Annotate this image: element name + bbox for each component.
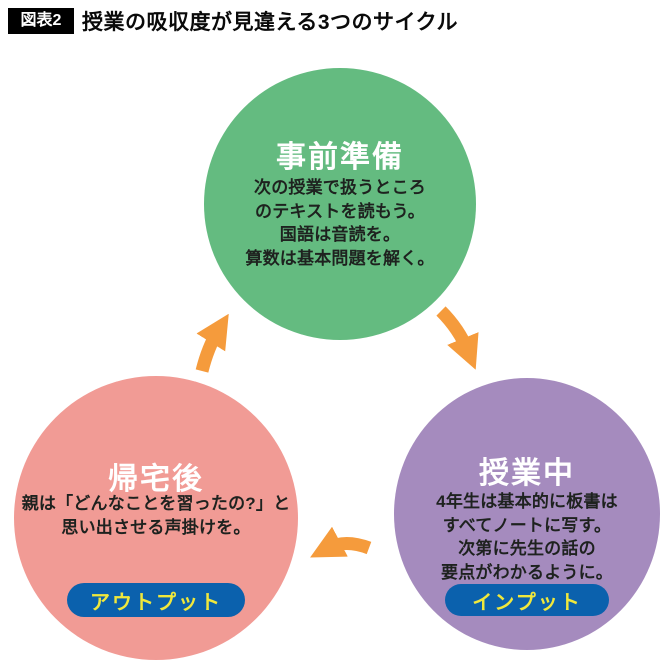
cycle-node-after-home: 帰宅後 親は「どんなことを習ったの?」と 思い出させる声掛けを。 アウトプット [14,376,298,660]
node-body-line: 親は「どんなことを習ったの?」と [21,494,291,513]
node-body-line: のテキストを読もう。 [255,201,425,221]
figure-header: 図表2 授業の吸収度が見違える3つのサイクル [8,6,458,36]
node-body-line: 要点がわかるように。 [441,562,613,582]
node-body-line: 算数は基本問題を解く。 [245,248,435,268]
node-body-line: 次第に先生の話の [458,539,596,558]
node-body-after-home: 親は「どんなことを習ったの?」と 思い出させる声掛けを。 [14,492,298,539]
cycle-node-during-class: 授業中 4年生は基本的に板書は すべてノートに写す。 次第に先生の話の 要点がわ… [394,378,660,650]
figure-title: 授業の吸収度が見違える3つのサイクル [82,11,458,34]
node-title-after-home: 帰宅後 [108,463,204,496]
node-body-line: 4年生は基本的に板書は [436,492,618,511]
node-title-preparation: 事前準備 [276,141,404,174]
figure-tag: 図表2 [8,8,74,34]
node-title-during-class: 授業中 [479,457,575,490]
node-body-preparation: 次の授業で扱うところ のテキストを読もう。 国語は音読を。 算数は基本問題を解く… [204,176,476,270]
node-body-line: 国語は音読を。 [279,225,401,244]
cycle-node-preparation: 事前準備 次の授業で扱うところ のテキストを読もう。 国語は音読を。 算数は基本… [204,68,476,340]
arrow-class-to-home-icon [310,526,372,558]
node-body-line: すべてノートに写す。 [442,515,612,535]
node-body-line: 思い出させる声掛けを。 [61,517,251,537]
output-badge: アウトプット [67,583,245,617]
arrow-preparation-to-class-icon [436,306,479,370]
node-body-line: 次の授業で扱うところ [254,178,426,197]
arrow-home-to-preparation-icon [195,313,229,373]
node-body-during-class: 4年生は基本的に板書は すべてノートに写す。 次第に先生の話の 要点がわかるよう… [394,490,660,584]
input-badge: インプット [445,584,609,616]
